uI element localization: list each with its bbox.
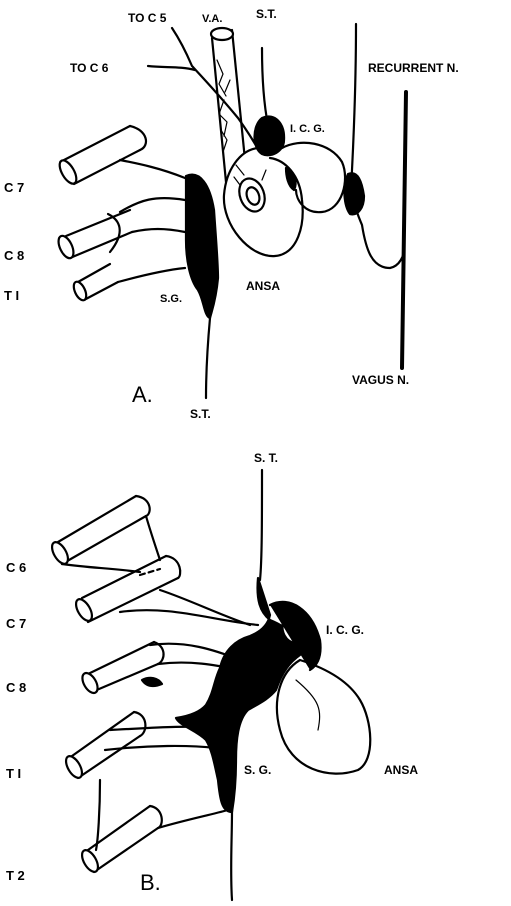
label-t2-b: T 2 [6, 868, 25, 883]
label-sg-b: S. G. [244, 763, 271, 777]
label-c6-b: C 6 [6, 560, 26, 575]
label-c7-b: C 7 [6, 616, 26, 631]
label-vagus-nerve: VAGUS N. [352, 373, 409, 387]
panel-a-diagram [55, 24, 406, 398]
root-c7 [56, 126, 185, 186]
label-icg-b: I. C. G. [326, 623, 364, 637]
label-ansa-a: ANSA [246, 279, 280, 293]
label-va: V.A. [202, 13, 222, 25]
root-c7-b [73, 556, 258, 625]
sympathetic-trunk-upper [262, 48, 268, 125]
label-c7-a: C 7 [4, 180, 24, 195]
label-icg-a: I. C. G. [290, 123, 325, 135]
vagus-nerve [402, 92, 406, 368]
label-t1-b: T I [6, 766, 21, 781]
nerve-to-c6 [148, 66, 195, 70]
label-sg-a: S.G. [160, 293, 182, 305]
label-to-c5: TO C 5 [128, 11, 167, 25]
stellate-ganglion [186, 175, 218, 318]
label-st-top-a: S.T. [256, 7, 277, 21]
label-ansa-b: ANSA [384, 763, 418, 777]
vagus-ganglion-swelling [344, 173, 364, 214]
label-st-bottom-a: S.T. [190, 407, 211, 421]
inferior-cervical-ganglion [255, 116, 285, 155]
label-st-top-b: S. T. [254, 451, 278, 465]
panel-a-letter: A. [132, 382, 153, 407]
sympathetic-trunk-lower [206, 318, 210, 398]
label-c8-a: C 8 [4, 248, 24, 263]
sympathetic-trunk-b [260, 470, 262, 580]
root-t2-b [79, 780, 228, 874]
root-c8 [55, 198, 185, 260]
panel-b-diagram [49, 470, 370, 900]
ansa-subclavian-b [277, 660, 370, 774]
label-recurrent-nerve: RECURRENT N. [368, 61, 459, 75]
label-c8-b: C 8 [6, 680, 26, 695]
sympathetic-trunk-b-lower [231, 810, 232, 900]
label-t1-a: T I [4, 288, 19, 303]
root-c6-b [49, 496, 160, 572]
panel-b-letter: B. [140, 870, 161, 895]
label-to-c6: TO C 6 [70, 61, 109, 75]
